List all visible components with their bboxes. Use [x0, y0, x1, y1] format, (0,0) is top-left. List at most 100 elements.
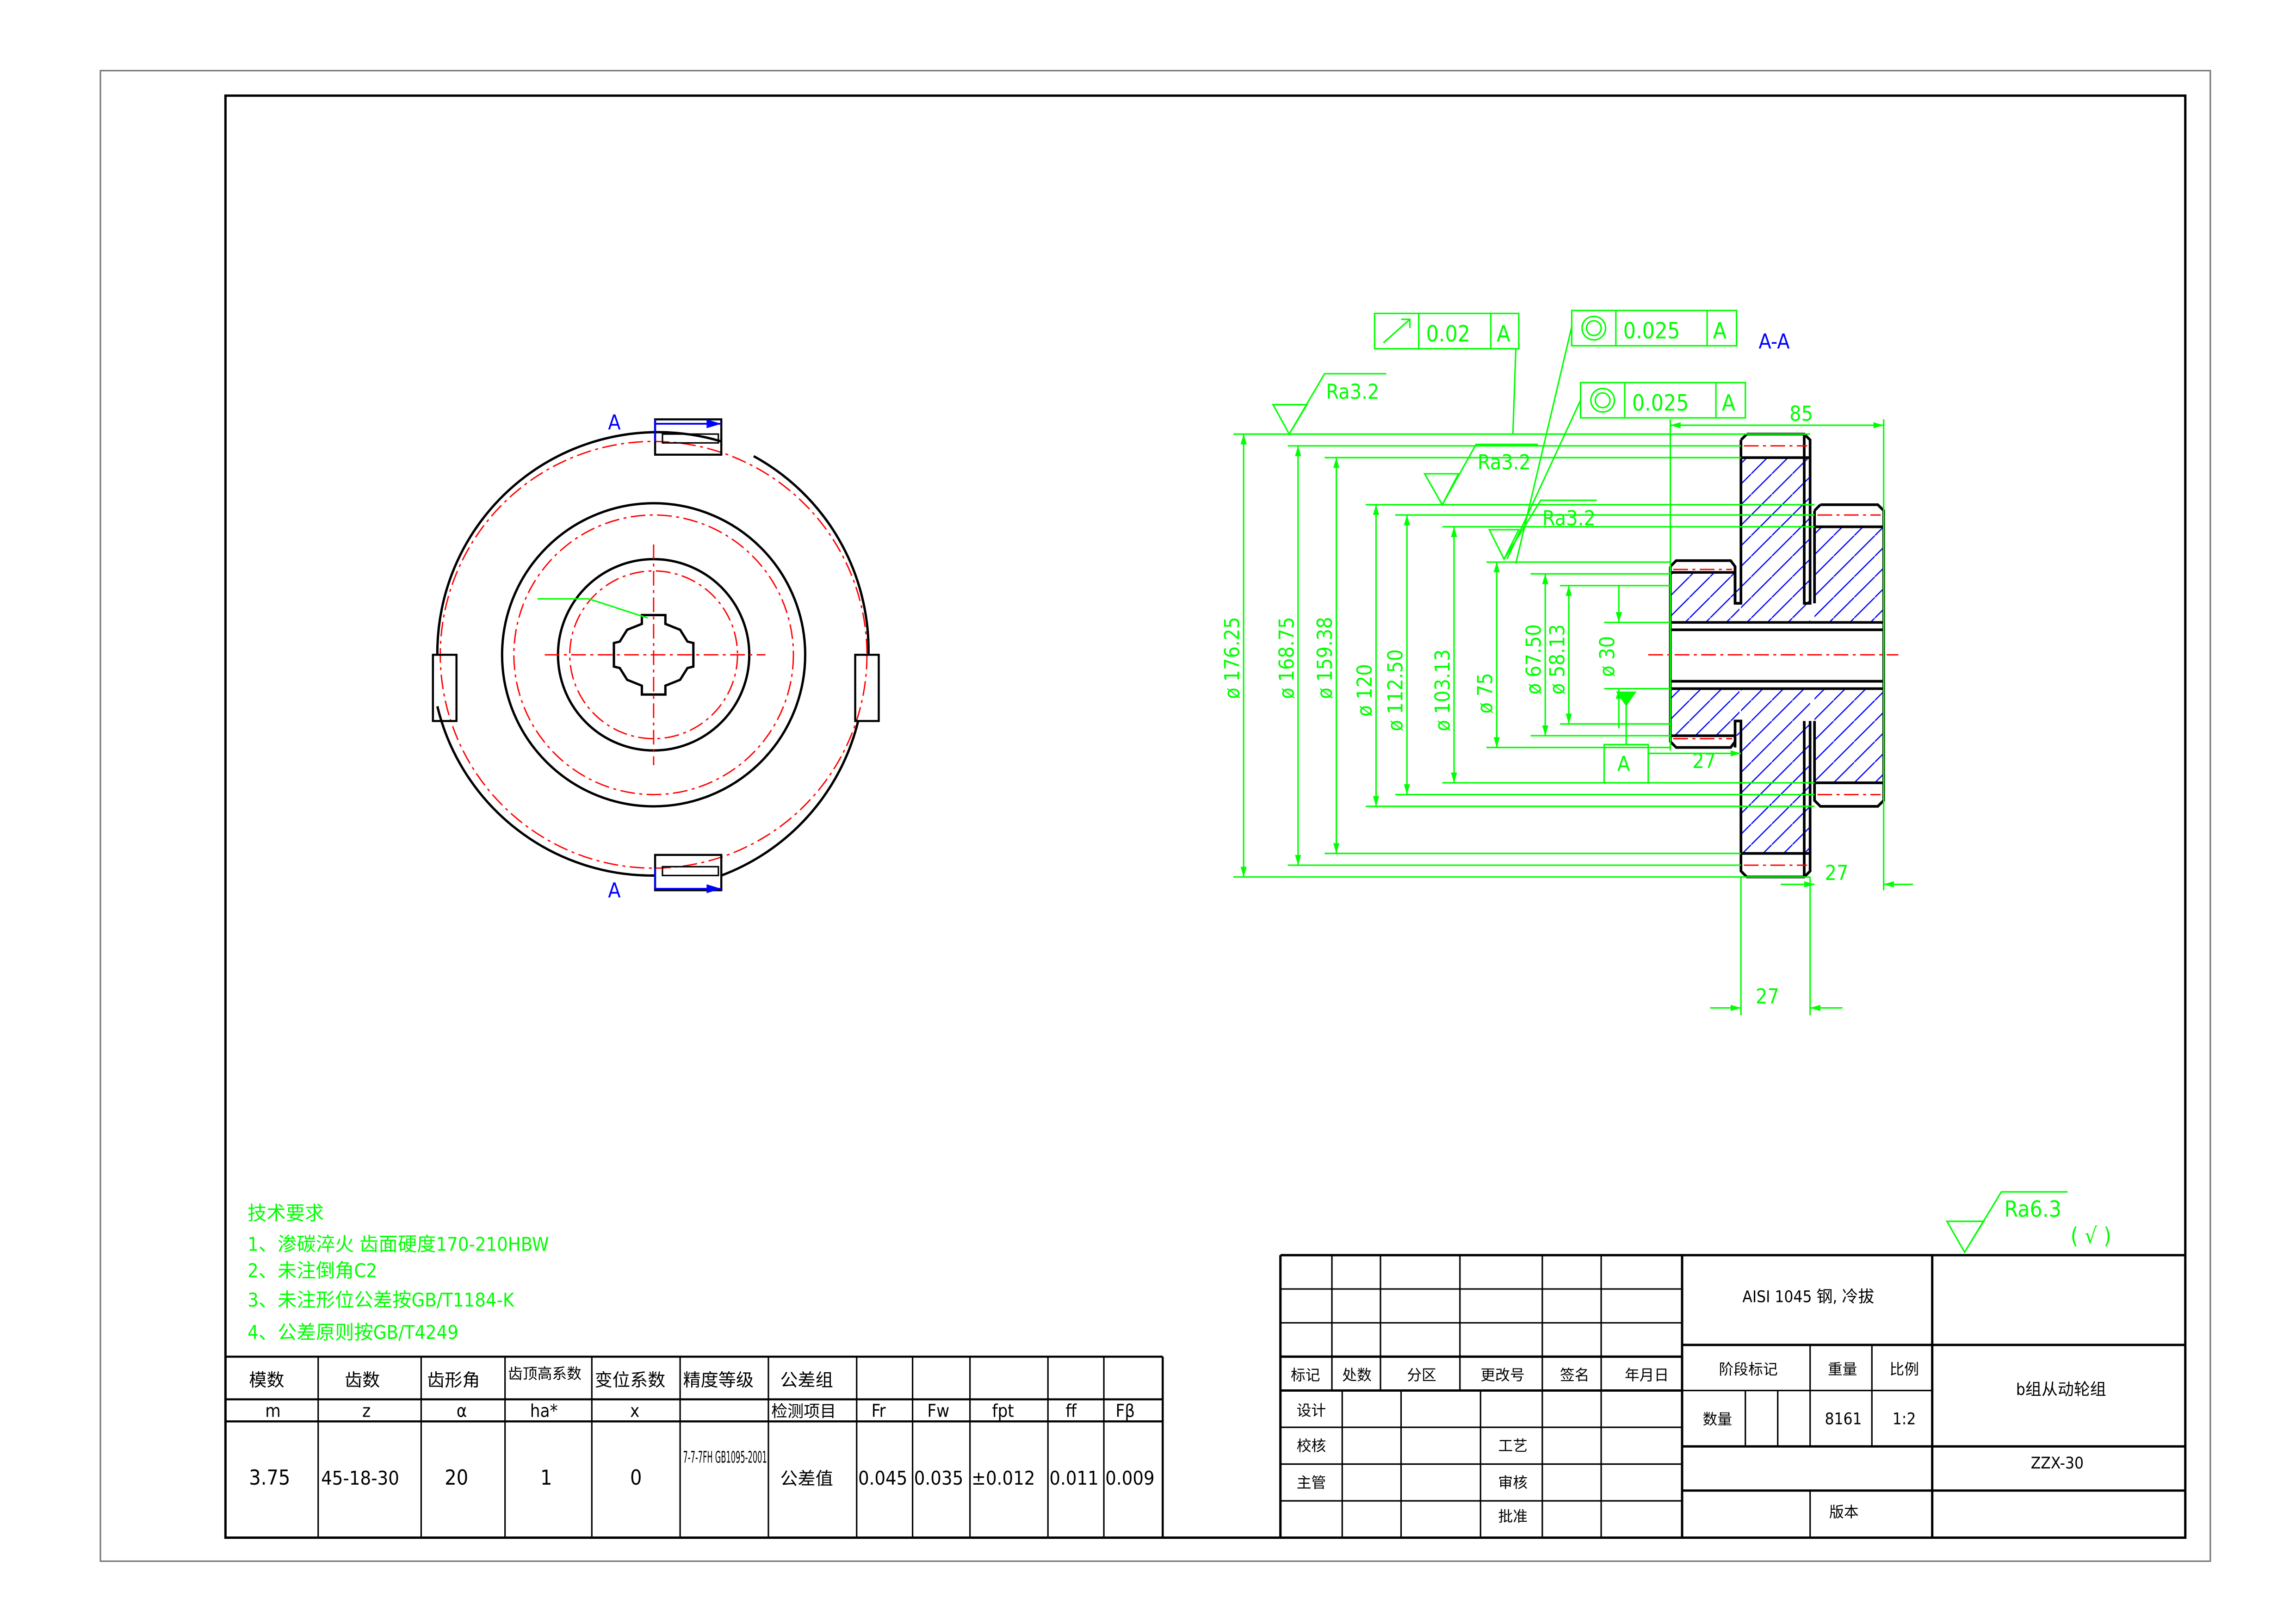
tech-title: 技术要求 [248, 1202, 324, 1225]
quantity-label: 数量 [1703, 1411, 1733, 1428]
dim-112-50: ø 112.50 [1384, 649, 1408, 731]
rev-count: 处数 [1342, 1367, 1372, 1384]
role-approve: 批准 [1498, 1508, 1528, 1525]
val-teeth: 45-18-30 [321, 1467, 399, 1489]
roughness-3: Ra3.2 [1542, 507, 1596, 530]
sym-ha: ha* [530, 1401, 558, 1421]
sym-x: x [630, 1401, 639, 1421]
tol-fpt: fpt [992, 1401, 1014, 1421]
val-fr: 0.045 [858, 1467, 907, 1489]
hdr-module: 模数 [249, 1370, 284, 1390]
tol-fbeta: Fβ [1116, 1401, 1135, 1421]
val-tolerance: 公差值 [780, 1468, 833, 1489]
dim-length-right-gear: 27 [1825, 861, 1848, 885]
sym-alpha: α [457, 1401, 467, 1421]
scale-label: 比例 [1889, 1361, 1919, 1378]
stage-mark-label: 阶段标记 [1719, 1361, 1778, 1378]
val-addendum: 1 [540, 1466, 552, 1490]
rev-zone: 分区 [1407, 1367, 1436, 1384]
general-roughness: Ra6.3 [2005, 1197, 2061, 1222]
val-angle: 20 [445, 1466, 468, 1490]
tech-item-3: 3、未注形位公差按GB/T1184-K [248, 1289, 515, 1311]
dim-30: ø 30 [1596, 636, 1620, 677]
concentricity-1-datum: A [1713, 318, 1727, 344]
role-check: 校核 [1297, 1437, 1326, 1455]
dim-176-25: ø 176.25 [1221, 617, 1244, 699]
dim-159-38: ø 159.38 [1313, 617, 1337, 699]
weight-value: 8161 [1825, 1410, 1862, 1429]
roughness-2: Ra3.2 [1478, 451, 1531, 475]
sym-m: m [265, 1401, 280, 1421]
concentricity-frame-1: 0.025 A [1515, 310, 1738, 564]
dim-168-75: ø 168.75 [1275, 617, 1299, 699]
val-module: 3.75 [249, 1466, 290, 1490]
section-label-bottom: A [608, 879, 621, 903]
section-label-top: A [608, 411, 621, 435]
tol-fw: Fw [927, 1401, 949, 1421]
rev-mark: 标记 [1291, 1367, 1320, 1384]
dim-103-13: ø 103.13 [1431, 649, 1454, 731]
front-view: A A [432, 411, 880, 903]
scale-value: 1:2 [1893, 1410, 1916, 1429]
hdr-tolerance-group: 公差组 [780, 1370, 833, 1390]
sym-inspection: 检测项目 [771, 1403, 836, 1421]
dim-length-85: 85 [1789, 403, 1813, 426]
hdr-addendum: 齿顶高系数 [508, 1365, 582, 1382]
gear-parameter-table: 模数 齿数 齿形角 齿顶高系数 变位系数 精度等级 公差组 m z α ha* … [225, 1356, 1164, 1538]
title-block: 标记 处数 分区 更改号 签名 年月日 设计 校核 主管 工艺 审核 批准 AI… [1279, 1254, 2185, 1538]
dimension-texts: ø 176.25 ø 168.75 ø 159.38 ø 120 ø 112.5… [1221, 330, 1849, 1009]
drawing-number: ZZX-30 [2031, 1454, 2084, 1473]
runout-value: 0.02 [1426, 322, 1471, 347]
rev-change-no: 更改号 [1480, 1367, 1524, 1384]
dim-length-hub: 27 [1692, 750, 1716, 773]
tech-item-4: 4、公差原则按GB/T4249 [248, 1321, 458, 1344]
datum-a-label: A [1617, 753, 1630, 776]
general-roughness-suffix: ( √ ) [2071, 1223, 2111, 1249]
runout-datum: A [1497, 322, 1510, 347]
val-fw: 0.035 [914, 1467, 963, 1489]
dim-120: ø 120 [1353, 664, 1377, 717]
val-accuracy: 7-7-7FH GB1095-2001 [683, 1448, 767, 1467]
tech-item-1: 1、渗碳淬火 齿面硬度170-210HBW [248, 1233, 549, 1255]
tol-fr: Fr [872, 1401, 886, 1421]
outer-border [99, 70, 2211, 1562]
roughness-symbols: Ra3.2 Ra3.2 Ra3.2 Ra6.3 ( √ ) [1272, 373, 2111, 1254]
val-shift: 0 [630, 1466, 642, 1490]
hdr-shift: 变位系数 [595, 1370, 666, 1390]
val-ff: 0.011 [1049, 1467, 1098, 1489]
section-view [1648, 433, 1899, 879]
section-title: A-A [1758, 330, 1790, 354]
role-supervisor: 主管 [1297, 1474, 1326, 1491]
material: AISI 1045 钢, 冷拔 [1742, 1288, 1874, 1307]
val-fpt: ±0.012 [972, 1467, 1035, 1489]
role-review: 审核 [1498, 1474, 1528, 1491]
val-fbeta: 0.009 [1105, 1467, 1154, 1489]
roughness-1: Ra3.2 [1326, 380, 1379, 404]
tol-ff: ff [1065, 1401, 1077, 1421]
hdr-pressure-angle: 齿形角 [427, 1370, 480, 1390]
hdr-teeth: 齿数 [345, 1370, 380, 1390]
datum-a: A [1603, 691, 1649, 784]
part-name: b组从动轮组 [2016, 1381, 2106, 1399]
runout-frame: 0.02 A [1374, 312, 1520, 434]
rev-sign: 签名 [1560, 1367, 1590, 1384]
version-label: 版本 [1829, 1504, 1859, 1521]
dimension-lines [1233, 419, 1913, 1016]
concentricity-frame-2: 0.025 A [1506, 382, 1746, 560]
hdr-accuracy: 精度等级 [683, 1370, 754, 1390]
sym-z: z [362, 1401, 371, 1421]
role-process: 工艺 [1498, 1437, 1528, 1455]
dim-75: ø 75 [1474, 673, 1498, 713]
tech-requirements: 技术要求 1、渗碳淬火 齿面硬度170-210HBW 2、未注倒角C2 3、未注… [248, 1202, 549, 1344]
dim-length-big-gear: 27 [1756, 985, 1779, 1009]
concentricity-1-value: 0.025 [1623, 318, 1680, 344]
concentricity-2-value: 0.025 [1632, 390, 1689, 416]
weight-label: 重量 [1828, 1361, 1857, 1378]
dim-67-50: ø 67.50 [1522, 624, 1546, 694]
concentricity-2-datum: A [1722, 390, 1736, 416]
inner-frame [224, 94, 2187, 1539]
role-design: 设计 [1297, 1402, 1326, 1419]
tech-item-2: 2、未注倒角C2 [248, 1260, 377, 1282]
spline-bore [613, 613, 695, 696]
